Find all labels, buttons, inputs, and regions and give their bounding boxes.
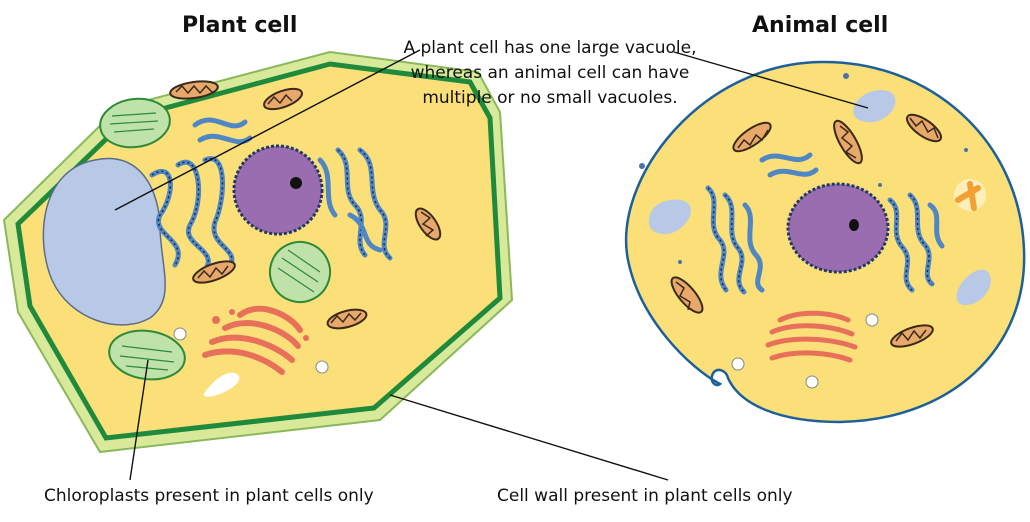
vacuole-callout: A plant cell has one large vacuole, wher… — [400, 36, 700, 111]
plant-nucleus — [234, 146, 322, 234]
animal-nucleolus — [849, 219, 859, 231]
animal-centrosome — [954, 179, 986, 211]
cell-wall-callout: Cell wall present in plant cells only — [497, 484, 793, 508]
leader-line-cell-wall — [390, 395, 668, 480]
plant-cell — [4, 52, 512, 452]
animal-cell — [626, 62, 1024, 422]
chloroplast-callout: Chloroplasts present in plant cells only — [44, 484, 374, 508]
animal-cell-title: Animal cell — [752, 14, 888, 38]
plant-nucleolus — [290, 177, 302, 189]
animal-nucleus — [788, 184, 888, 272]
plant-cell-title: Plant cell — [182, 14, 297, 38]
